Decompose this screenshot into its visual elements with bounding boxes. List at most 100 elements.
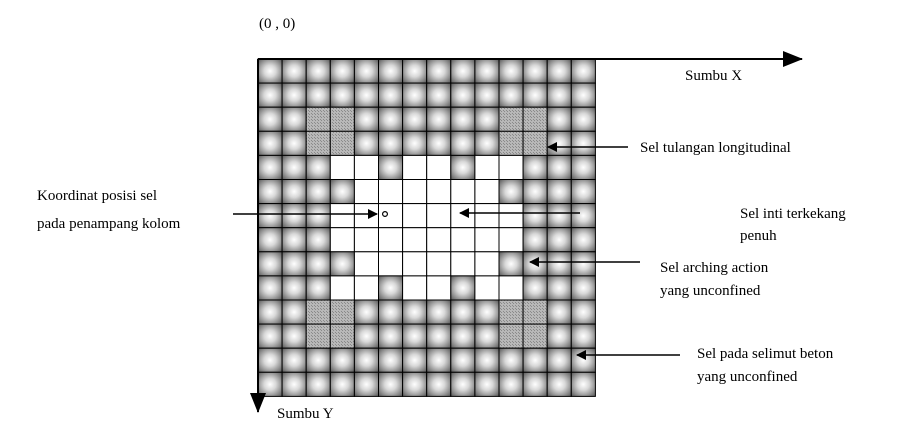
cover-cell [450,299,476,325]
cover-cell [378,58,404,84]
cover-cell [305,371,331,397]
cover-cell [546,154,572,180]
rebar-cell [305,323,331,349]
cover-cell [353,82,379,108]
cover-cell [257,251,283,277]
core-cell [329,203,355,229]
arching-label-line2: yang unconfined [660,283,761,299]
coordinate-label-line1: Koordinat posisi sel [37,188,157,204]
rebar-cell [522,299,548,325]
core-cell [402,275,428,301]
cover-cell [498,82,524,108]
cover-cell [378,347,404,373]
cover-cell [281,251,307,277]
core-cell [378,251,404,277]
cover-cell [305,82,331,108]
cover-cell [546,371,572,397]
cover-cell [546,203,572,229]
cover-cell [570,275,596,301]
cover-cell [474,130,500,156]
cover-cell [305,58,331,84]
cover-cell [450,82,476,108]
cover-cell [378,106,404,132]
cover-cell [570,106,596,132]
cover-cell [402,371,428,397]
cover-cell [522,251,548,277]
cover-cell [522,82,548,108]
core-cell [498,203,524,229]
core-cell [426,154,452,180]
cover-cell [353,347,379,373]
cover-cell [257,275,283,301]
rebar-cell [305,106,331,132]
core-cell [426,251,452,277]
cover-cell [402,347,428,373]
arching-label-line1: Sel arching action [660,260,769,276]
cover-cell [378,299,404,325]
cover-cell [329,371,355,397]
cover-cell [426,299,452,325]
cover-cell [281,227,307,253]
cover-label-line2: yang unconfined [697,369,798,385]
cover-cell [402,82,428,108]
cover-cell [522,227,548,253]
core-cell [474,203,500,229]
cell-grid [257,58,596,397]
cover-cell [522,275,548,301]
core-cell [402,251,428,277]
cover-cell [257,154,283,180]
cover-cell [353,371,379,397]
cover-cell [353,58,379,84]
cover-cell [281,203,307,229]
cover-cell [281,154,307,180]
rebar-cell [498,106,524,132]
cover-cell [546,58,572,84]
core-cell [402,203,428,229]
core-cell [426,203,452,229]
cover-cell [570,58,596,84]
cover-cell [378,130,404,156]
cover-cell [450,106,476,132]
cover-cell [474,106,500,132]
core-cell [353,154,379,180]
cover-cell [450,371,476,397]
core-cell [450,251,476,277]
cover-cell [426,347,452,373]
cover-cell [257,299,283,325]
cover-cell [522,154,548,180]
cover-cell [498,58,524,84]
core-cell [353,227,379,253]
core-cell [378,227,404,253]
cover-cell [257,58,283,84]
core-cell [474,227,500,253]
cover-cell [498,179,524,205]
cover-cell [378,154,404,180]
coordinate-label-line2: pada penampang kolom [37,216,181,232]
cover-cell [378,275,404,301]
rebar-cell [498,299,524,325]
core-cell [450,179,476,205]
core-cell [402,227,428,253]
cover-cell [498,347,524,373]
cover-cell [281,179,307,205]
cover-cell [570,251,596,277]
cover-cell [474,371,500,397]
cover-cell [257,179,283,205]
cover-cell [281,82,307,108]
cover-cell [426,371,452,397]
core-cell [474,154,500,180]
rebar-cell [498,130,524,156]
cover-cell [402,106,428,132]
cover-cell [402,323,428,349]
cover-cell [305,154,331,180]
x-axis-label: Sumbu X [685,68,742,84]
cover-cell [450,347,476,373]
y-axis-label: Sumbu Y [277,406,334,422]
cover-cell [426,323,452,349]
cover-cell [305,203,331,229]
cover-cell [329,179,355,205]
rebar-cell [329,299,355,325]
cover-cell [281,347,307,373]
cover-cell [570,130,596,156]
